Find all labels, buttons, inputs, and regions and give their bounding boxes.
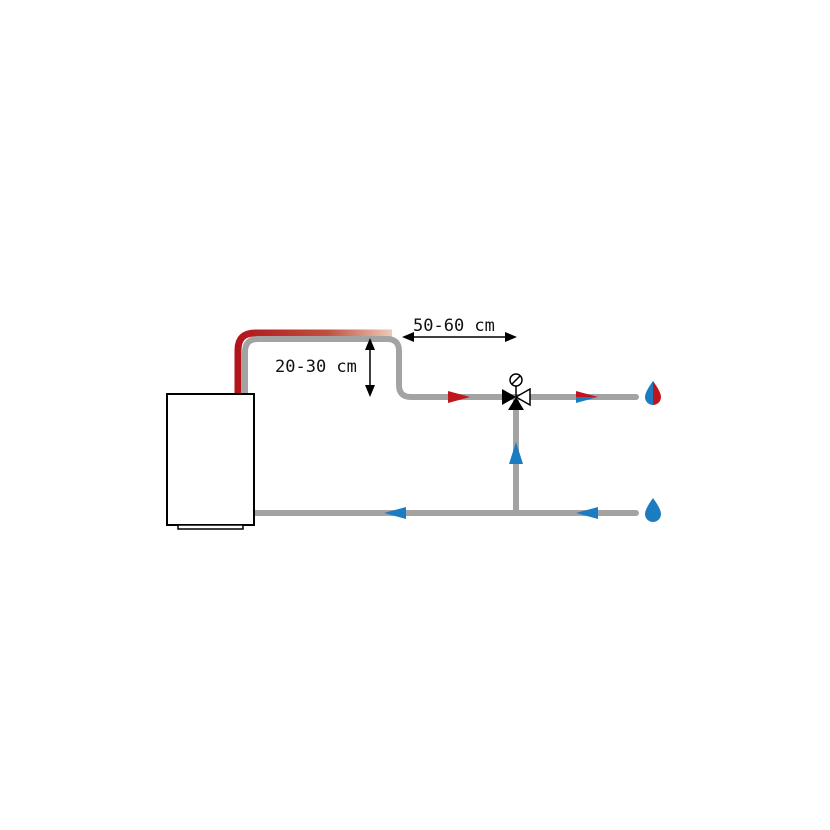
boiler-base [177,524,244,530]
mixed-flow-arrow-icon [576,391,598,403]
vertical-dimension-arrow [365,338,375,397]
three-way-valve-icon [502,373,531,410]
hot-water-pipe [242,336,639,400]
cold-return-arrow-icon [384,507,406,519]
horizontal-dimension-arrow [402,332,517,342]
cold-inlet-arrow-icon [576,507,598,519]
vertical-distance-label: 20-30 cm [275,357,357,377]
boiler [166,393,255,526]
horizontal-distance-label: 50-60 cm [413,316,495,336]
hot-flow-arrow-icon [448,391,470,403]
cold-water-drop-icon [645,498,661,522]
mixed-water-drop-icon [645,381,661,405]
hot-pipe-insulation [234,329,392,394]
cold-flow-up-arrow-icon [509,442,523,464]
